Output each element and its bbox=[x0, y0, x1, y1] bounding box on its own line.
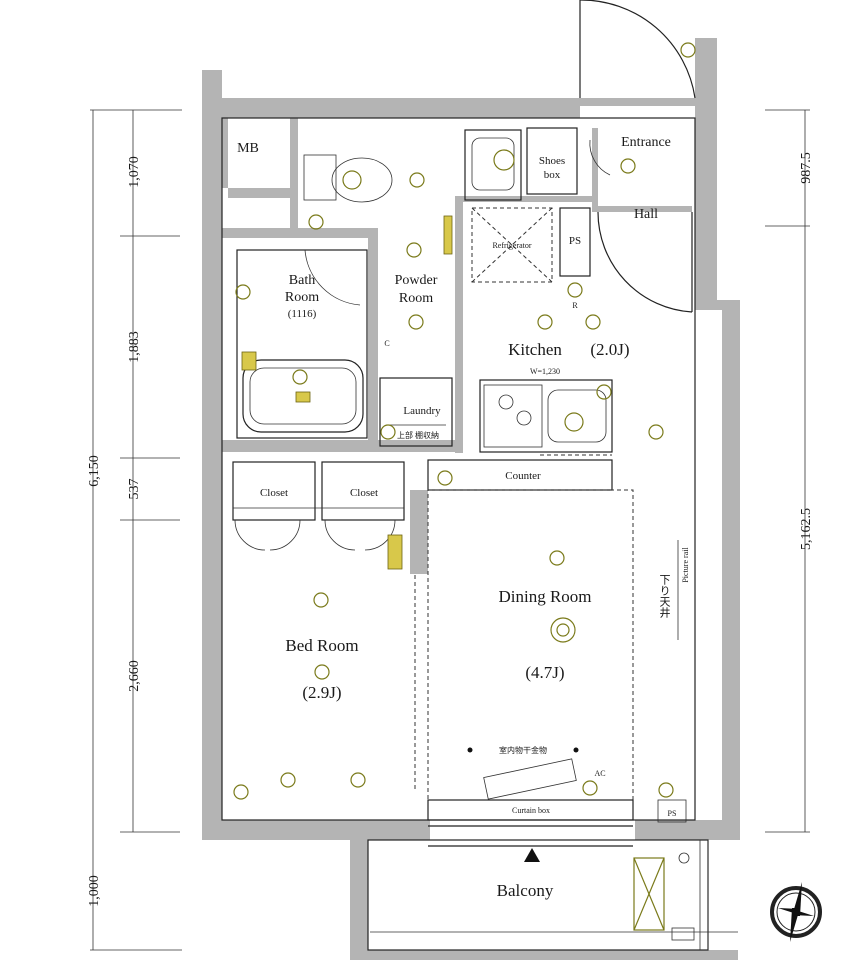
dim-left-1000: 1,000 bbox=[87, 875, 102, 907]
label-balcony: Balcony bbox=[497, 881, 554, 900]
fixtures bbox=[233, 42, 696, 800]
dim-left-2660: 2,660 bbox=[127, 660, 142, 692]
label-dining-size: (4.7J) bbox=[525, 663, 564, 682]
label-counter: Counter bbox=[505, 470, 541, 482]
label-kitchen: Kitchen bbox=[508, 340, 562, 359]
label-shoes-box-2: box bbox=[544, 169, 561, 181]
label-powder-1: Powder bbox=[395, 273, 438, 288]
label-bed-size: (2.9J) bbox=[302, 683, 341, 702]
label-bath-2: Room bbox=[285, 290, 319, 305]
label-r-mark: R bbox=[572, 301, 578, 310]
label-powder-2: Room bbox=[399, 291, 433, 306]
label-entrance: Entrance bbox=[621, 135, 671, 150]
label-c-mark: C bbox=[384, 339, 389, 348]
label-picture-rail: Picture rail bbox=[681, 547, 690, 583]
label-laundry-jp: 上部 棚収納 bbox=[397, 430, 439, 440]
label-curtain-box: Curtain box bbox=[512, 806, 550, 815]
walls bbox=[202, 38, 740, 960]
room-labels: MB Entrance Shoes box Hall PS Refrigerat… bbox=[237, 135, 690, 900]
label-refrigerator: Refrigerator bbox=[492, 241, 531, 250]
dim-left-1883: 1,883 bbox=[127, 331, 142, 363]
label-shoes-box-1: Shoes bbox=[539, 155, 565, 167]
label-ps: PS bbox=[569, 235, 581, 247]
label-laundry: Laundry bbox=[403, 405, 441, 417]
dim-right-987: 987.5 bbox=[799, 152, 814, 184]
label-mb: MB bbox=[237, 141, 259, 156]
dimensions: 1,070 1,883 537 2,660 1,000 6,150 987.5 … bbox=[87, 109, 814, 951]
dim-left-537: 537 bbox=[127, 479, 142, 500]
label-bed: Bed Room bbox=[285, 636, 358, 655]
compass-icon bbox=[770, 882, 822, 942]
label-kitchen-width: W=1,230 bbox=[530, 367, 560, 376]
dim-left-total: 6,150 bbox=[87, 455, 102, 487]
interior-lines bbox=[221, 0, 738, 951]
label-closet-left: Closet bbox=[260, 487, 288, 499]
label-closet-right: Closet bbox=[350, 487, 378, 499]
label-ps-lower: PS bbox=[668, 809, 677, 818]
label-lowered-ceiling: 下り天井 bbox=[658, 574, 671, 619]
label-bath-size: (1116) bbox=[288, 308, 317, 320]
dim-right-5162: 5,162.5 bbox=[799, 508, 814, 550]
label-dining: Dining Room bbox=[498, 587, 591, 606]
label-kitchen-size: (2.0J) bbox=[590, 340, 629, 359]
label-hall: Hall bbox=[634, 207, 658, 222]
dim-left-1070: 1,070 bbox=[127, 156, 142, 188]
label-indoor-dryer: 室内物干金物 bbox=[499, 745, 547, 755]
label-ac: AC bbox=[594, 769, 605, 778]
label-bath-1: Bath bbox=[289, 273, 315, 288]
